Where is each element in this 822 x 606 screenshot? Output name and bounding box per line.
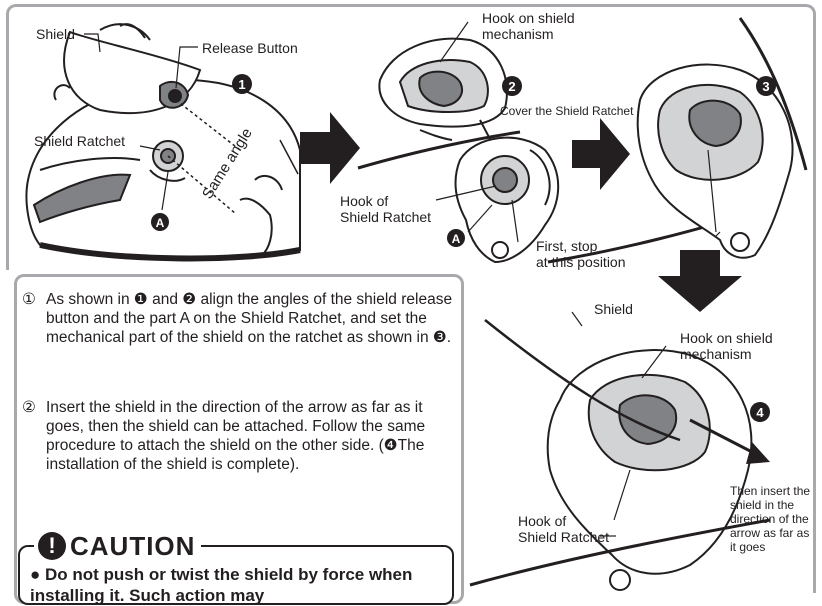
arrow-down	[658, 250, 742, 312]
step4-illustration	[548, 350, 752, 590]
instruction-2: ② Insert the shield in the direction of …	[22, 398, 458, 474]
instruction-number: ①	[22, 290, 36, 309]
shield-label-step4: Shield	[594, 301, 633, 317]
arrow-right-1	[300, 112, 360, 184]
hook-on-shield-mechanism-label-step4: Hook on shield mechanism	[680, 330, 773, 362]
release-button-label: Release Button	[202, 40, 298, 56]
hook-on-shield-mechanism-label: Hook on shield mechanism	[482, 10, 575, 42]
first-stop-label: First, stop at this position	[536, 238, 626, 270]
step-marker-4: 4	[750, 402, 770, 422]
svg-text:4: 4	[756, 405, 764, 420]
svg-text:3: 3	[762, 79, 769, 94]
instruction-number: ②	[22, 398, 36, 417]
hook-of-shield-ratchet-label: Hook of Shield Ratchet	[340, 193, 431, 225]
step-marker-1: 1	[232, 74, 252, 94]
caution-heading: ! CAUTION	[34, 531, 201, 561]
svg-text:A: A	[452, 232, 461, 246]
instruction-1: ① As shown in ❶ and ❷ align the angles o…	[22, 290, 458, 347]
caution-title: CAUTION	[70, 531, 195, 562]
marker-a-1: A	[151, 213, 169, 231]
caution-text: ● Do not push or twist the shield by for…	[30, 564, 450, 606]
shield-mechanism-illustration	[379, 39, 507, 140]
arrow-right-2	[572, 118, 630, 190]
warning-icon: !	[38, 532, 66, 560]
step-marker-3: 3	[756, 76, 776, 96]
svg-text:A: A	[156, 216, 165, 230]
marker-a-2: A	[447, 229, 465, 247]
cover-ratchet-label: Cover the Shield Ratchet	[500, 104, 633, 118]
svg-text:1: 1	[238, 77, 245, 92]
instruction-text: As shown in ❶ and ❷ align the angles of …	[22, 290, 458, 347]
shield-ratchet-label: Shield Ratchet	[34, 133, 125, 149]
instruction-text: Insert the shield in the direction of th…	[22, 398, 458, 474]
svg-text:2: 2	[508, 79, 515, 94]
then-insert-label: Then insert the shield in the direction …	[730, 484, 810, 554]
shield-label: Shield	[36, 26, 75, 42]
hook-of-shield-ratchet-label-step4: Hook of Shield Ratchet	[518, 513, 609, 545]
step-marker-2: 2	[502, 76, 522, 96]
